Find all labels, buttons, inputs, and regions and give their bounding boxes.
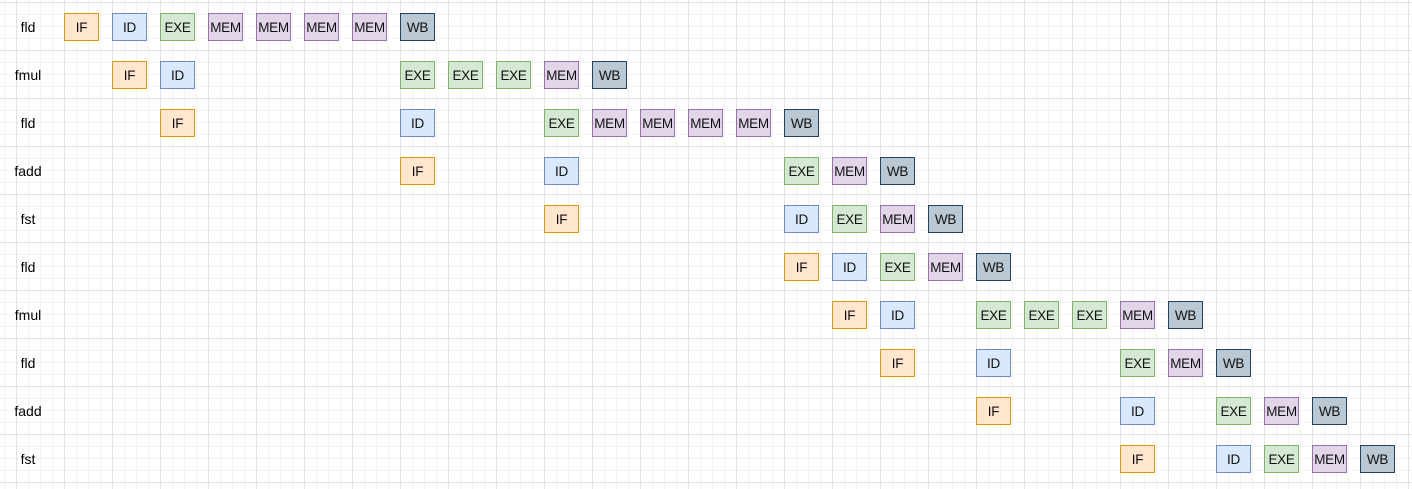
stage-mem: MEM (688, 109, 723, 137)
stage-exe: EXE (400, 61, 435, 89)
stage-id: ID (400, 109, 435, 137)
stage-mem: MEM (832, 157, 867, 185)
stage-mem: MEM (304, 13, 339, 41)
stage-wb: WB (1216, 349, 1251, 377)
stage-wb: WB (880, 157, 915, 185)
stage-exe: EXE (544, 109, 579, 137)
stage-wb: WB (1360, 445, 1395, 473)
stage-id: ID (832, 253, 867, 281)
stage-mem: MEM (544, 61, 579, 89)
instruction-label: fld (20, 355, 36, 371)
stage-id: ID (1120, 397, 1155, 425)
stage-wb: WB (1312, 397, 1347, 425)
stage-if: IF (1120, 445, 1155, 473)
stage-mem: MEM (880, 205, 915, 233)
stage-if: IF (544, 205, 579, 233)
stage-mem: MEM (352, 13, 387, 41)
stage-wb: WB (592, 61, 627, 89)
stage-exe: EXE (784, 157, 819, 185)
stage-id: ID (880, 301, 915, 329)
stage-exe: EXE (880, 253, 915, 281)
stage-mem: MEM (1312, 445, 1347, 473)
instruction-label: fmul (14, 67, 42, 83)
stage-id: ID (160, 61, 195, 89)
stage-if: IF (64, 13, 99, 41)
stage-if: IF (880, 349, 915, 377)
stage-mem: MEM (256, 13, 291, 41)
stage-exe: EXE (1264, 445, 1299, 473)
stage-if: IF (976, 397, 1011, 425)
stage-if: IF (400, 157, 435, 185)
stage-id: ID (976, 349, 1011, 377)
stage-mem: MEM (1168, 349, 1203, 377)
instruction-label: fld (20, 115, 36, 131)
instruction-label: fst (20, 451, 36, 467)
stage-exe: EXE (448, 61, 483, 89)
stage-exe: EXE (160, 13, 195, 41)
instruction-label: fadd (14, 163, 42, 179)
stage-wb: WB (1168, 301, 1203, 329)
stage-mem: MEM (640, 109, 675, 137)
stage-wb: WB (976, 253, 1011, 281)
stage-exe: EXE (976, 301, 1011, 329)
stage-mem: MEM (1264, 397, 1299, 425)
instruction-label: fadd (14, 403, 42, 419)
stage-id: ID (1216, 445, 1251, 473)
stage-wb: WB (928, 205, 963, 233)
instruction-label: fmul (14, 307, 42, 323)
instruction-label: fst (20, 211, 36, 227)
instruction-label: fld (20, 259, 36, 275)
stage-exe: EXE (1120, 349, 1155, 377)
stage-if: IF (112, 61, 147, 89)
stage-mem: MEM (208, 13, 243, 41)
stage-id: ID (544, 157, 579, 185)
stage-exe: EXE (1024, 301, 1059, 329)
stage-mem: MEM (928, 253, 963, 281)
stage-if: IF (832, 301, 867, 329)
stage-exe: EXE (1072, 301, 1107, 329)
stage-mem: MEM (736, 109, 771, 137)
stage-exe: EXE (832, 205, 867, 233)
instruction-label: fld (20, 19, 36, 35)
stage-wb: WB (400, 13, 435, 41)
stage-mem: MEM (592, 109, 627, 137)
stage-id: ID (784, 205, 819, 233)
stage-mem: MEM (1120, 301, 1155, 329)
stage-exe: EXE (496, 61, 531, 89)
stage-if: IF (160, 109, 195, 137)
stage-exe: EXE (1216, 397, 1251, 425)
stage-if: IF (784, 253, 819, 281)
stage-id: ID (112, 13, 147, 41)
stage-wb: WB (784, 109, 819, 137)
